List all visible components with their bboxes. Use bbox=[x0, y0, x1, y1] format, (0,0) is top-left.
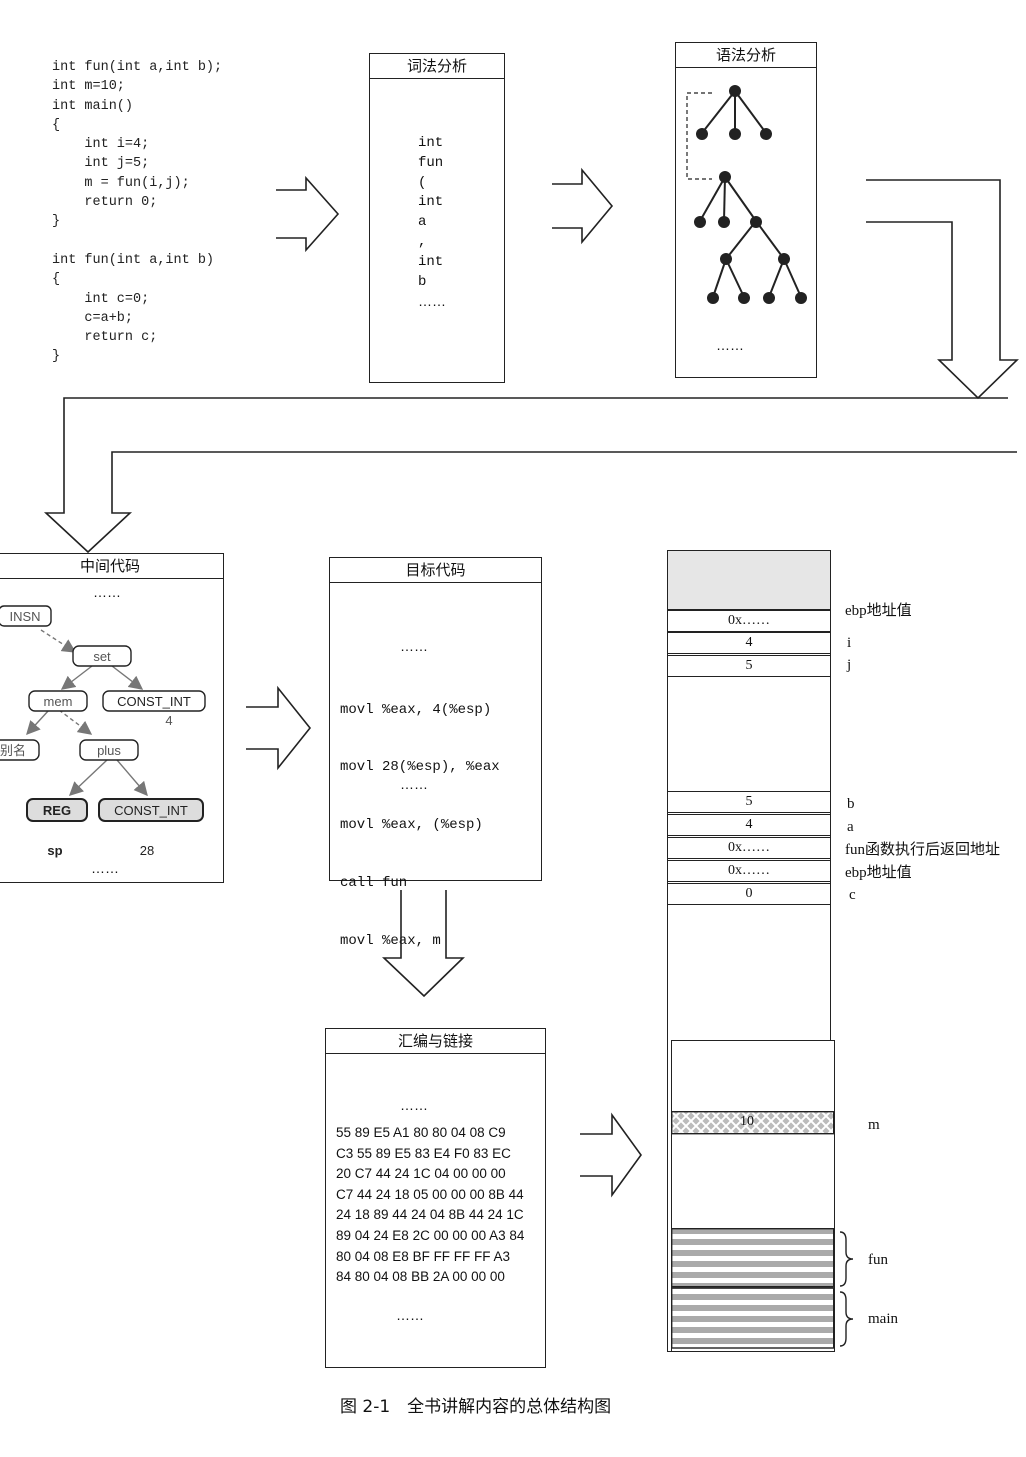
node-const-val-1: 4 bbox=[165, 713, 172, 728]
target-code-lines: movl %eax, 4(%esp) movl 28(%esp), %eax m… bbox=[340, 662, 500, 990]
arrow-right-icon bbox=[552, 167, 614, 245]
target-top-dots: …… bbox=[400, 638, 428, 654]
stack-label: i bbox=[847, 635, 852, 651]
arrow-return-icon bbox=[43, 397, 1017, 554]
token: , bbox=[418, 233, 427, 250]
token: ( bbox=[418, 174, 427, 191]
node-const-int-2: CONST_INT bbox=[114, 803, 188, 818]
node-alias: 别名 bbox=[0, 743, 26, 758]
source-code: int fun(int a,int b); int m=10; int main… bbox=[52, 60, 223, 365]
stack-label: a bbox=[847, 819, 854, 835]
asm-line: movl %eax, 4(%esp) bbox=[340, 701, 492, 718]
token: int bbox=[418, 194, 444, 211]
arrow-right-icon bbox=[580, 1112, 642, 1198]
token: int bbox=[418, 253, 444, 270]
target-code-panel: 目标代码 …… movl %eax, 4(%esp) movl 28(%esp)… bbox=[329, 557, 542, 949]
node-set: set bbox=[93, 649, 111, 664]
asm-line: movl %eax, (%esp) bbox=[340, 817, 483, 834]
stack-cell: 4 bbox=[667, 632, 831, 654]
syntax-analysis-panel: 语法分析 …… bbox=[675, 42, 817, 378]
node-mem: mem bbox=[44, 694, 73, 709]
figure-caption: 图 2-1 全书讲解内容的总体结构图 bbox=[340, 1397, 612, 1417]
intermediate-code-title: 中间代码 bbox=[0, 554, 223, 579]
node-const-val-2: 28 bbox=[140, 843, 154, 858]
global-m-value: 10 bbox=[740, 1114, 754, 1129]
stack-label: fun函数执行后返回地址 bbox=[845, 842, 1000, 858]
token: int bbox=[418, 135, 444, 151]
global-m-label: m bbox=[868, 1117, 880, 1133]
token: …… bbox=[418, 293, 446, 310]
assembly-top-dots: …… bbox=[400, 1097, 428, 1113]
asm-line: call fun bbox=[340, 875, 408, 892]
lexical-analysis-panel: 词法分析 int fun ( int a , int b …… bbox=[369, 53, 505, 383]
asm-line: movl 28(%esp), %eax bbox=[340, 759, 500, 776]
stack-cell: 5 bbox=[667, 791, 831, 813]
token: b bbox=[418, 273, 427, 290]
stack-label: ebp地址值 bbox=[845, 865, 912, 881]
node-sp: sp bbox=[47, 843, 62, 858]
global-m-cell bbox=[671, 1111, 835, 1135]
stack-cell: 4 bbox=[667, 814, 831, 836]
fun-segment-label: fun bbox=[868, 1252, 888, 1268]
assembly-linking-title: 汇编与链接 bbox=[326, 1029, 545, 1054]
stack-label: ebp地址值 bbox=[845, 603, 912, 619]
stack-label: b bbox=[847, 796, 855, 812]
token: a bbox=[418, 214, 427, 231]
stack-cell: 0x…… bbox=[667, 610, 831, 632]
syntax-ellipsis: …… bbox=[716, 337, 744, 353]
lexical-analysis-title: 词法分析 bbox=[370, 54, 504, 79]
arrow-bend-down-icon bbox=[866, 179, 1019, 400]
segment-braces bbox=[839, 1231, 854, 1347]
intermediate-bottom-dots: …… bbox=[91, 860, 119, 876]
target-bottom-dots: …… bbox=[400, 776, 428, 792]
intermediate-code-panel: 中间代码 …… INSN set bbox=[0, 553, 224, 883]
syntax-tree bbox=[686, 85, 807, 304]
stack-label: c bbox=[849, 887, 856, 903]
token: fun bbox=[418, 154, 444, 171]
arrow-right-icon bbox=[276, 175, 340, 253]
memory-top-shade bbox=[668, 551, 830, 610]
stack-cell: 0x…… bbox=[667, 837, 831, 859]
arrow-right-icon bbox=[246, 685, 312, 771]
syntax-analysis-title: 语法分析 bbox=[676, 43, 816, 68]
assembly-linking-panel: 汇编与链接 …… 55 89 E5 A1 80 80 04 08 C9 C3 5… bbox=[325, 1028, 546, 1368]
stack-label: j bbox=[847, 657, 852, 673]
stack-cell: 0x…… bbox=[667, 860, 831, 882]
stack-cell: 5 bbox=[667, 655, 831, 677]
rtl-tree: INSN set mem CONST_INT 4 别名 plus REG CON… bbox=[0, 605, 206, 858]
asm-line: movl %eax, m bbox=[340, 933, 441, 950]
memory-stack bbox=[667, 550, 831, 1352]
node-plus: plus bbox=[97, 743, 121, 758]
stack-cell: 0 bbox=[667, 883, 831, 905]
node-reg: REG bbox=[43, 803, 71, 818]
intermediate-top-dots: …… bbox=[93, 584, 121, 600]
main-segment-label: main bbox=[868, 1311, 898, 1327]
target-code-title: 目标代码 bbox=[330, 558, 541, 583]
assembly-bottom-dots: …… bbox=[396, 1307, 424, 1323]
node-const-int-1: CONST_INT bbox=[117, 694, 191, 709]
machine-code: 55 89 E5 A1 80 80 04 08 C9 C3 55 89 E5 8… bbox=[336, 1125, 525, 1285]
token-list: int fun ( int a , int b …… bbox=[418, 134, 446, 312]
code-segments bbox=[671, 1228, 835, 1349]
node-insn: INSN bbox=[9, 609, 40, 624]
